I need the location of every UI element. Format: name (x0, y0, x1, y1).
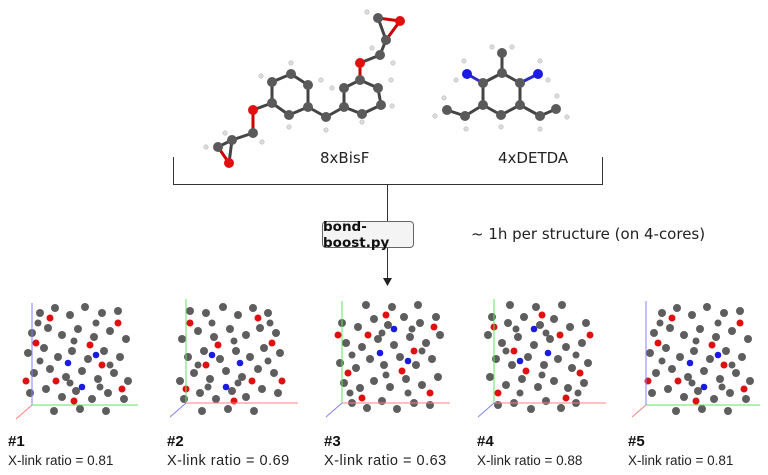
structure-3-ratio: X-link ratio = 0.63 (324, 453, 447, 469)
structure-4-image (477, 293, 606, 423)
structure-1-ratio: X-link ratio = 0.81 (8, 453, 114, 468)
structure-5-number: #5 (628, 433, 645, 450)
structure-2-number: #2 (167, 433, 184, 450)
bracket-right (602, 157, 604, 185)
structure-4-ratio: X-link ratio = 0.88 (477, 453, 583, 468)
bond-boost-script-box: bond-boost.py (322, 219, 414, 251)
runtime-note: ~ 1h per structure (on 4-cores) (471, 225, 706, 243)
arrow-line (387, 248, 389, 280)
structure-3-number: #3 (324, 433, 341, 450)
structure-2-ratio: X-link ratio = 0.69 (167, 453, 290, 469)
structure-3-image (322, 293, 450, 423)
arrow-down-icon (383, 278, 392, 286)
structure-4-number: #4 (477, 433, 494, 450)
structure-5-image (631, 293, 760, 423)
structure-1-image (10, 293, 138, 423)
structure-2-image (169, 293, 298, 423)
bisf-label: 8xBisF (320, 149, 370, 167)
detda-molecule-image (432, 44, 570, 132)
bracket-left (173, 157, 175, 185)
connector-line (387, 184, 389, 221)
bisf-molecule-image (203, 9, 405, 168)
detda-label: 4xDETDA (498, 149, 569, 167)
structure-5-ratio: X-link ratio = 0.81 (628, 453, 734, 468)
structure-1-number: #1 (8, 433, 25, 450)
